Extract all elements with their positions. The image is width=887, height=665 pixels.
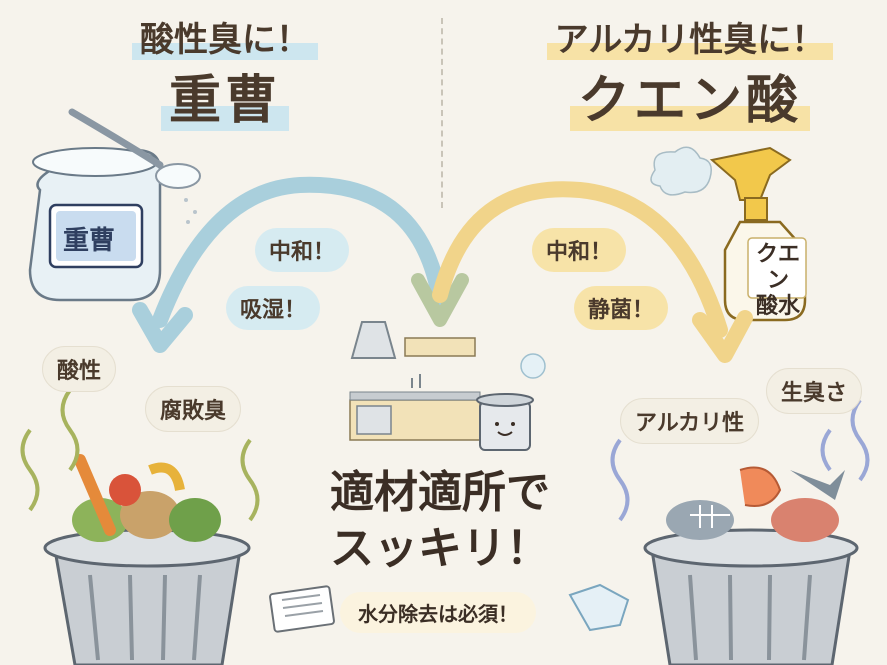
spray-bottle-icon	[709, 146, 807, 322]
fish-scraps-icon	[666, 466, 845, 542]
left-trash-can-icon	[43, 528, 251, 665]
newspaper-icon	[269, 585, 335, 633]
jar-label: 重曹	[63, 226, 116, 256]
right-trash-can-icon	[643, 528, 859, 665]
left-subtitle: 酸性臭に！	[90, 12, 360, 61]
arrow-right-icon	[432, 181, 753, 363]
left-absorb-bubble: 吸湿！	[226, 286, 321, 330]
center-line1: 適材適所で	[330, 467, 550, 518]
left-smell-acidic: 酸性	[42, 346, 117, 392]
spray-mist-icon	[650, 146, 712, 196]
center-divider	[441, 18, 443, 208]
bottle-label-line1: クエン	[755, 242, 800, 293]
right-smell-fishy: 生臭さ	[766, 368, 863, 414]
left-title-text: 重曹	[160, 71, 289, 131]
left-smell-rot: 腐敗臭	[145, 386, 242, 432]
right-bacteriostatic-bubble: 静菌！	[574, 286, 669, 330]
baking-soda-jar-icon	[28, 147, 162, 302]
bottle-label-line2: 酸水	[755, 294, 800, 319]
arrow-left-icon	[132, 176, 469, 353]
spoon-icon	[68, 108, 201, 224]
right-title-text: クエン酸	[569, 71, 810, 131]
right-subtitle: アルカリ性臭に！	[520, 12, 860, 61]
right-subtitle-text: アルカリ性臭に！	[546, 20, 834, 60]
right-smell-alkaline: アルカリ性	[620, 398, 760, 444]
center-message: 適材適所で スッキリ！	[290, 465, 590, 577]
left-title: 重曹	[90, 58, 360, 133]
left-subtitle-text: 酸性臭に！	[132, 20, 318, 60]
right-odor-icon	[610, 398, 870, 522]
right-title: クエン酸	[520, 58, 860, 133]
left-odor-icon	[20, 388, 260, 522]
bottle-label: クエン 酸水	[750, 242, 806, 320]
vegetable-scraps-icon	[72, 454, 221, 542]
center-line2: スッキリ！	[330, 523, 550, 574]
smiling-trash-can-icon	[476, 353, 546, 451]
wrapped-bag-icon	[568, 583, 630, 632]
left-neutralize-bubble: 中和！	[255, 228, 350, 272]
right-neutralize-bubble: 中和！	[532, 228, 627, 272]
kitchen-icon	[349, 321, 481, 441]
moisture-note: 水分除去は必須！	[340, 592, 536, 633]
